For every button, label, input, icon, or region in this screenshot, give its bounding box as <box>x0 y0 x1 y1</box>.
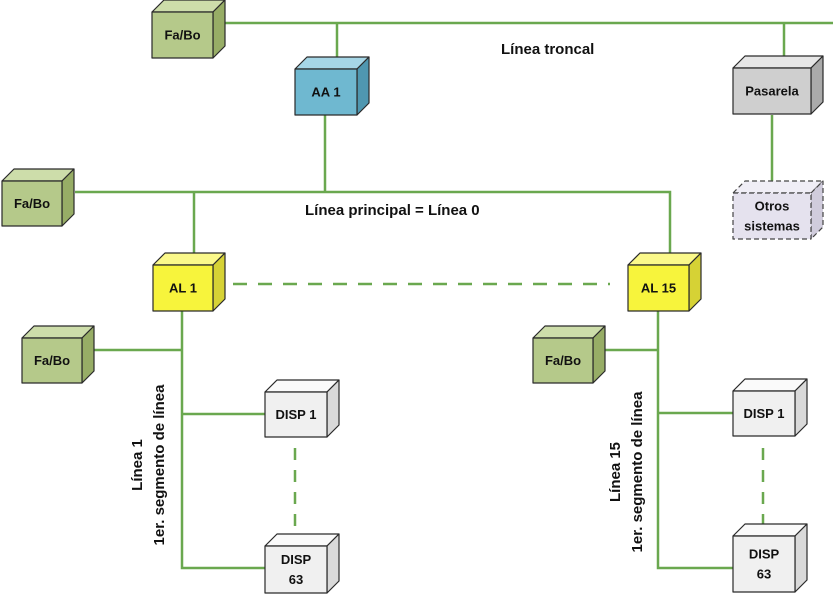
box-top-face <box>732 180 824 194</box>
fabo-main-line[interactable]: Fa/Bo <box>1 168 75 227</box>
box-label: DISP <box>281 552 312 567</box>
box-front-face <box>264 545 328 594</box>
box-label: DISP <box>749 546 780 561</box>
area-coupler-aa1[interactable]: AA 1 <box>294 56 370 116</box>
box-front-face <box>264 391 328 438</box>
fabo-line-15[interactable]: Fa/Bo <box>532 325 606 384</box>
box-top-face <box>264 533 340 547</box>
fabo-line-1[interactable]: Fa/Bo <box>21 325 95 384</box>
box-label: 63 <box>289 572 303 587</box>
box-top-face <box>294 56 370 70</box>
gateway-pasarela[interactable]: Pasarela <box>732 55 824 115</box>
box-front-face <box>532 337 594 384</box>
line-1-bus <box>180 311 265 570</box>
line-15-subtitle: 1er. segmento de línea <box>629 391 646 553</box>
box-side-face <box>810 180 824 240</box>
line-15-label: Línea 15 1er. segmento de línea <box>607 391 646 553</box>
line-1-title: Línea 1 <box>129 439 146 491</box>
box-label: AA 1 <box>311 84 340 99</box>
box-front-face <box>732 390 796 437</box>
box-front-face <box>294 68 358 116</box>
box-front-face <box>732 192 812 240</box>
box-top-face <box>732 523 808 537</box>
box-front-face <box>732 535 796 593</box>
box-label: AL 1 <box>169 280 197 295</box>
line-1-label: Línea 1 1er. segmento de línea <box>129 384 168 546</box>
line-15-title: Línea 15 <box>607 442 624 502</box>
box-front-face <box>152 264 214 312</box>
other-systems[interactable]: Otros sistemas <box>732 180 824 240</box>
line-coupler-al1[interactable]: AL 1 <box>152 252 226 312</box>
box-front-face <box>1 180 63 227</box>
box-label: Fa/Bo <box>545 353 581 368</box>
device-disp63-line-15[interactable]: DISP 63 <box>732 523 808 593</box>
device-disp63-line-1[interactable]: DISP 63 <box>264 533 340 594</box>
box-label: Pasarela <box>745 83 799 98</box>
wires <box>75 21 833 570</box>
device-disp1-line-1[interactable]: DISP 1 <box>264 379 340 438</box>
box-label: AL 15 <box>641 280 676 295</box>
box-top-face <box>732 55 824 69</box>
line-1-subtitle: 1er. segmento de línea <box>151 384 168 546</box>
box-top-face <box>732 378 808 392</box>
box-label: sistemas <box>744 218 800 233</box>
backbone-label: Línea troncal <box>501 41 594 58</box>
device-disp1-line-15[interactable]: DISP 1 <box>732 378 808 437</box>
box-label: Fa/Bo <box>34 353 70 368</box>
fabo-backbone[interactable]: Fa/Bo <box>151 0 226 59</box>
box-top-face <box>264 379 340 393</box>
box-side-face <box>794 523 808 593</box>
main-line-label: Línea principal = Línea 0 <box>305 202 480 219</box>
main-line <box>75 190 672 254</box>
box-front-face <box>732 67 812 115</box>
box-label: Otros <box>755 198 790 213</box>
box-label: Fa/Bo <box>14 196 50 211</box>
box-label: DISP 1 <box>276 407 317 422</box>
line-15-bus <box>656 311 733 570</box>
line-coupler-al15[interactable]: AL 15 <box>627 252 702 312</box>
box-front-face <box>21 337 83 384</box>
box-label: Fa/Bo <box>164 27 200 42</box>
box-front-face <box>627 264 690 312</box>
box-label: DISP 1 <box>744 406 785 421</box>
box-label: 63 <box>757 566 771 581</box>
box-front-face <box>151 11 214 59</box>
